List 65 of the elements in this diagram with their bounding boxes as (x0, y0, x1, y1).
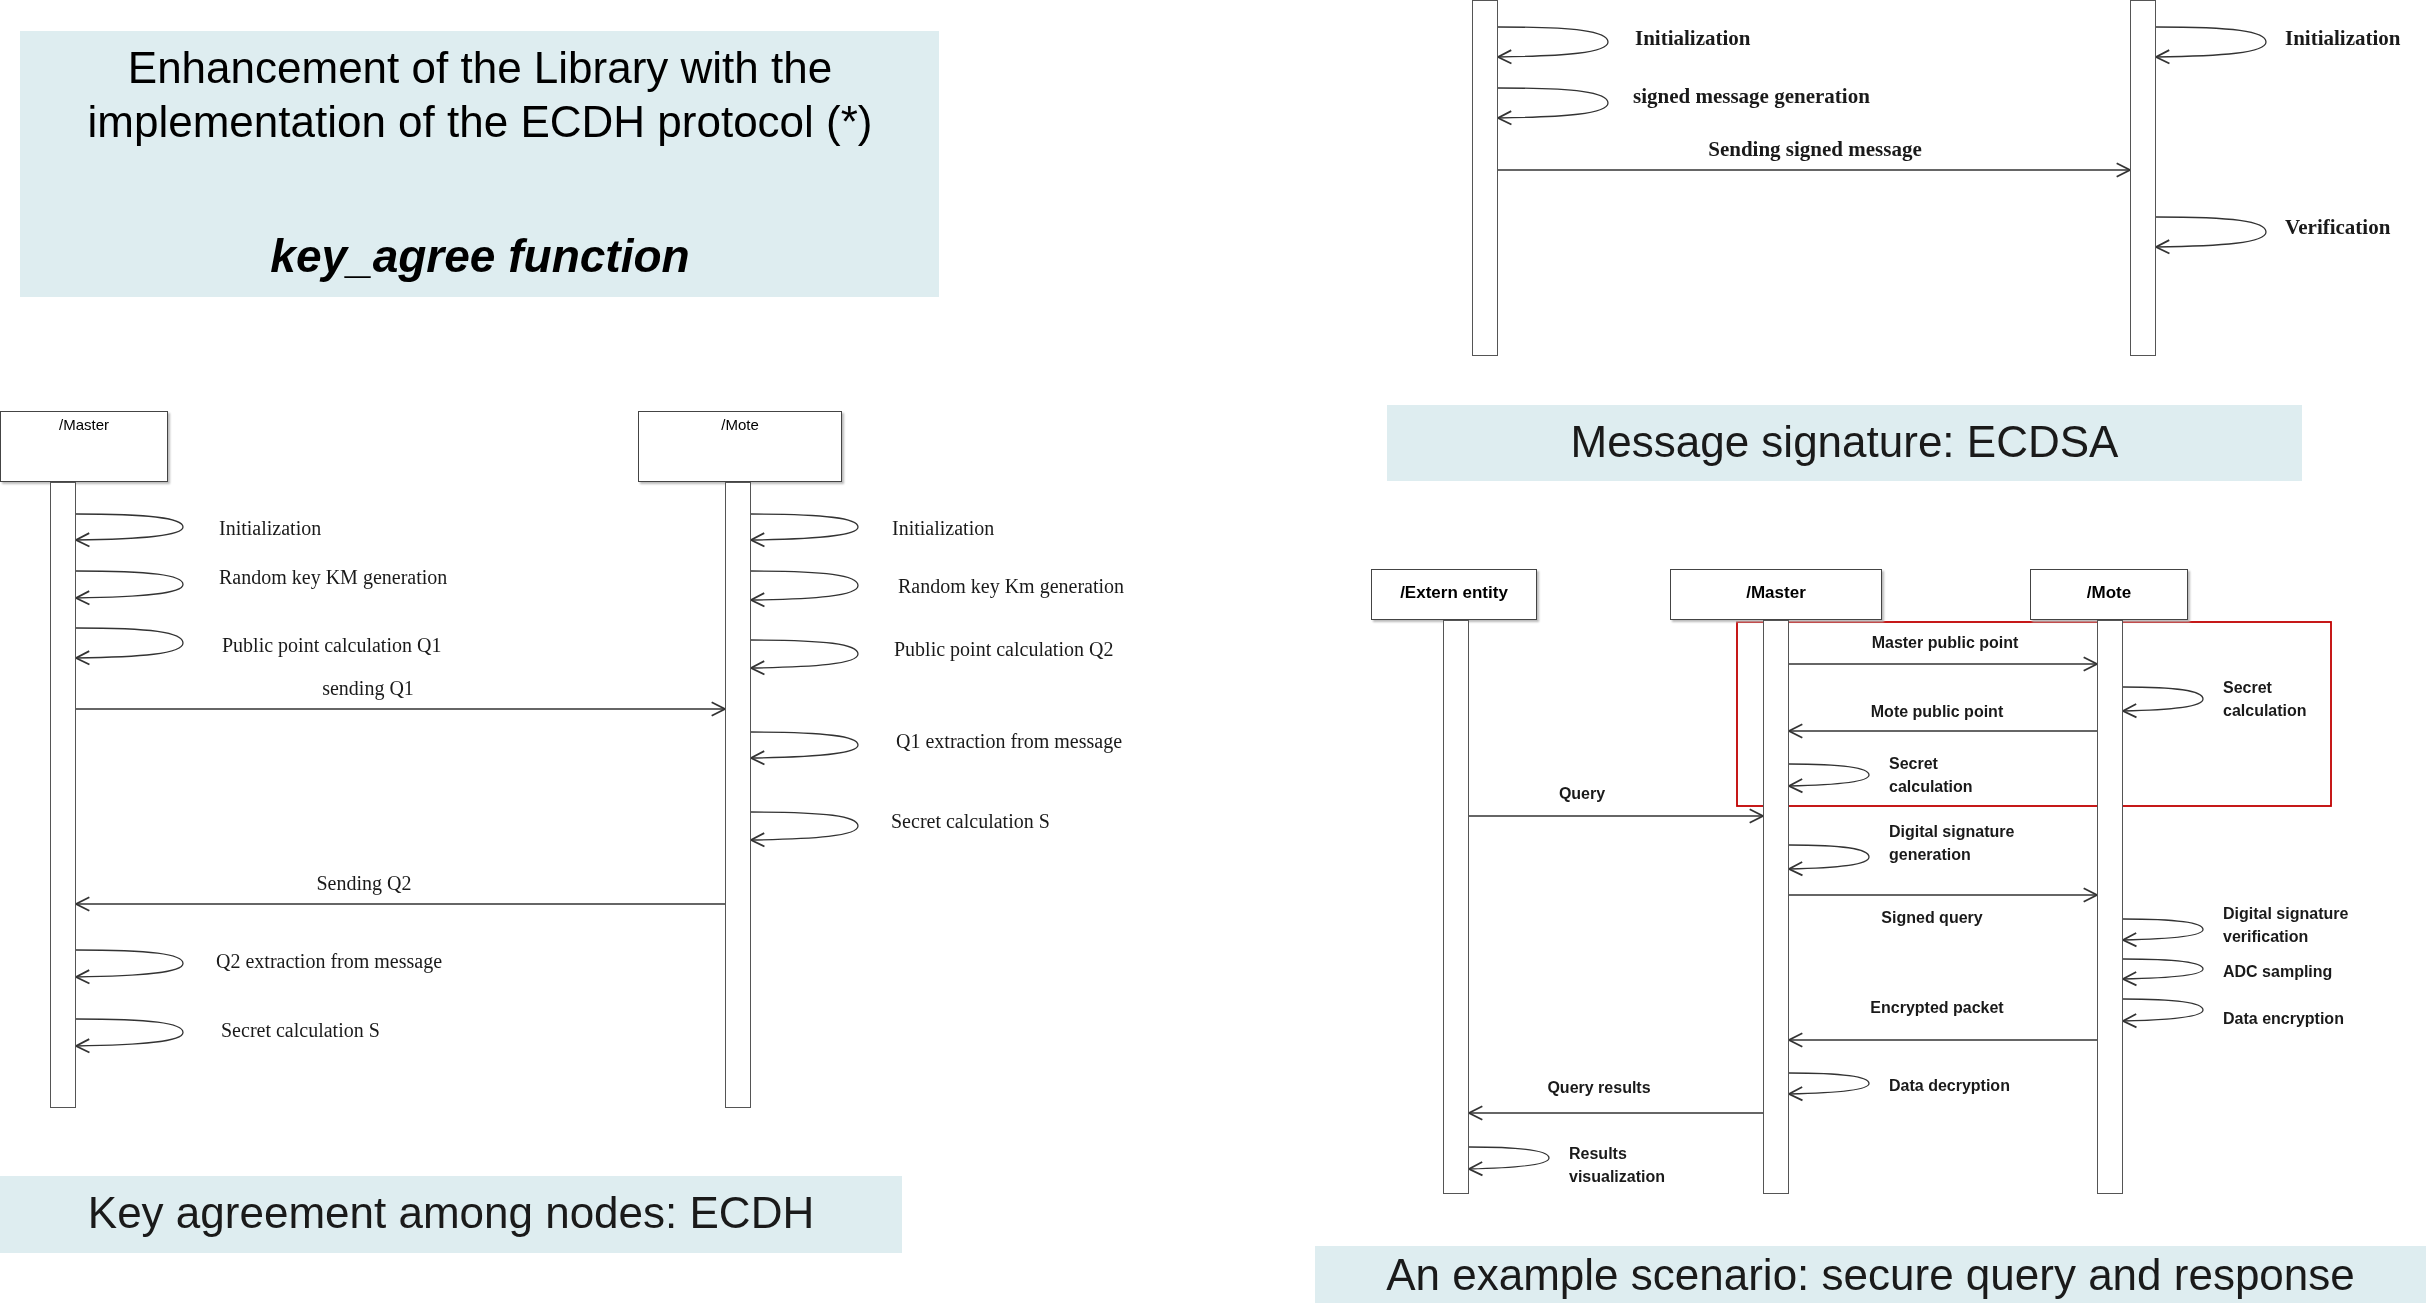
self-message-arrow (2155, 216, 2267, 255)
title-text: Enhancement of the Library with the implementation of the ECDH protocol (*) (86, 42, 874, 148)
participant-box: /Mote (2030, 569, 2188, 620)
message-arrow (1468, 808, 1764, 824)
self-message-arrow (750, 811, 859, 848)
message-label: Results visualization (1569, 1144, 1667, 1187)
message-label: Data encryption (2223, 1009, 2344, 1029)
self-message-arrow (2122, 686, 2204, 719)
lifeline-bar (1472, 0, 1498, 356)
message-label: Data decryption (1889, 1076, 2010, 1096)
message-label: Secret calculation (2223, 678, 2308, 721)
message-arrow (75, 701, 726, 717)
caption-text: An example scenario: secure query and response (1385, 1250, 2356, 1300)
message-label: Random key KM generation (219, 566, 448, 589)
self-message-arrow (750, 639, 859, 676)
self-message-arrow (750, 731, 859, 766)
message-label: Q2 extraction from message (216, 950, 443, 973)
caption-text: Key agreement among nodes: ECDH (86, 1188, 816, 1238)
lifeline-bar (2130, 0, 2156, 356)
subtitle-text: key_agree function (269, 229, 691, 283)
caption-text: Message signature: ECDSA (1569, 417, 2120, 467)
self-message-arrow (750, 570, 859, 608)
message-arrow (1788, 1032, 2098, 1048)
message-arrow (1788, 723, 2098, 739)
message-label: Secret calculation S (891, 810, 1050, 833)
message-label: ADC sampling (2223, 962, 2333, 982)
message-label: Digital signature generation (1889, 822, 2016, 865)
message-label: Initialization (219, 517, 322, 540)
self-message-arrow (1788, 763, 1870, 794)
message-label: Initialization (2285, 26, 2401, 51)
self-message-arrow (2122, 958, 2204, 987)
self-message-arrow (75, 513, 184, 548)
message-arrow (1788, 887, 2098, 903)
message-label: Public point calculation Q1 (222, 634, 442, 657)
message-label: Public point calculation Q2 (894, 638, 1114, 661)
self-message-arrow (1497, 87, 1609, 126)
self-message-arrow (2122, 918, 2204, 948)
self-message-arrow (1497, 26, 1609, 65)
message-arrow (1497, 162, 2131, 178)
message-label: Secret calculation S (221, 1019, 380, 1042)
message-label: Digital signature verification (2223, 904, 2350, 947)
message-label: Random key Km generation (898, 575, 1125, 598)
message-label: signed message generation (1633, 84, 1870, 109)
self-message-arrow (2155, 26, 2267, 65)
message-arrow (1468, 1105, 1764, 1121)
participant-box: /Master (1670, 569, 1882, 620)
self-message-arrow (2122, 998, 2204, 1029)
participant-box: /Mote (638, 411, 842, 482)
self-message-arrow (75, 627, 184, 666)
self-message-arrow (750, 513, 859, 548)
message-arrow (75, 896, 726, 912)
message-label: Initialization (1635, 26, 1751, 51)
message-label: Verification (2285, 215, 2391, 240)
self-message-arrow (1788, 1072, 1870, 1102)
message-label: Initialization (892, 517, 995, 540)
message-arrow (1788, 656, 2098, 672)
self-message-arrow (1788, 844, 1870, 877)
participant-box: /Master (0, 411, 168, 482)
self-message-arrow (75, 1018, 184, 1054)
message-label: Q1 extraction from message (896, 730, 1123, 753)
participant-box: /Extern entity (1371, 569, 1537, 620)
self-message-arrow (1468, 1146, 1550, 1177)
self-message-arrow (75, 570, 184, 606)
message-label: Secret calculation (1889, 754, 1974, 797)
self-message-arrow (75, 949, 184, 985)
